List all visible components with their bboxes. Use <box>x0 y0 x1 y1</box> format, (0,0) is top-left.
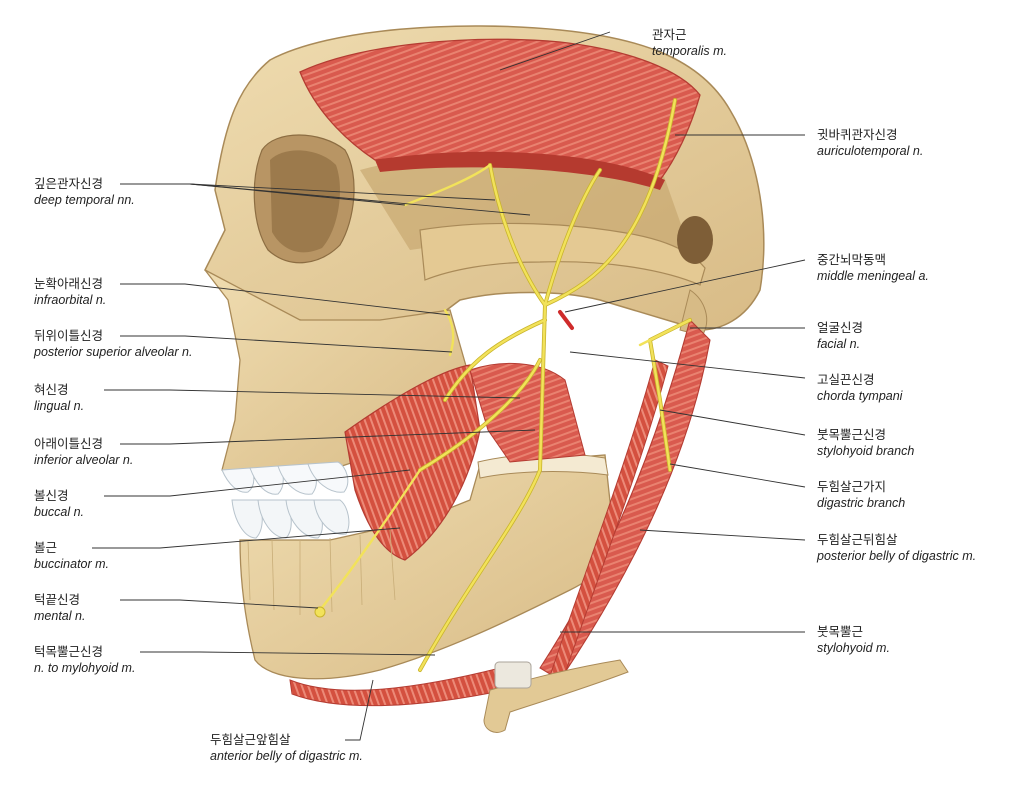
label-ko: 관자근 <box>652 27 687 42</box>
external-acoustic-meatus <box>677 216 713 264</box>
tooth-roots <box>247 529 396 615</box>
label-mental: 턱끝신경 mental n. <box>34 591 85 625</box>
label-digastric-branch: 두힘살근가지 digastric branch <box>817 478 905 512</box>
label-ko: 뒤위이틀신경 <box>34 328 104 343</box>
label-mylohyoid: 턱목뿔근신경 n. to mylohyoid m. <box>34 643 135 677</box>
label-middle-meningeal: 중간뇌막동맥 middle meningeal a. <box>817 251 929 285</box>
label-en: stylohyoid m. <box>817 641 890 655</box>
temporalis-tendon <box>375 151 665 190</box>
label-en: posterior belly of digastric m. <box>817 549 977 563</box>
label-en: posterior superior alveolar n. <box>34 345 193 359</box>
label-ko: 볼신경 <box>34 488 69 503</box>
label-en: digastric branch <box>817 496 906 510</box>
label-ko: 두힘살근가지 <box>817 479 887 494</box>
leader-lines <box>92 31 806 741</box>
label-en: stylohyoid branch <box>817 444 915 458</box>
label-buccal: 볼신경 buccal n. <box>34 487 84 521</box>
label-ko: 아래이틀신경 <box>34 436 104 451</box>
label-ko: 고실끈신경 <box>817 372 875 387</box>
label-chorda-tympani: 고실끈신경 chorda tympani <box>817 371 902 405</box>
label-en: lingual n. <box>34 399 85 413</box>
label-en: buccal n. <box>34 505 85 519</box>
hyoid-bone <box>483 659 629 733</box>
label-stylohyoid: 붓목뿔근 stylohyoid m. <box>817 623 890 657</box>
label-ko: 붓목뿔근 <box>817 624 864 639</box>
label-buccinator: 볼근 buccinator m. <box>34 539 109 573</box>
label-ko: 볼근 <box>34 540 58 555</box>
label-en: deep temporal nn. <box>34 193 135 207</box>
label-ko: 두힘살근뒤힘살 <box>817 532 898 547</box>
label-en: chorda tympani <box>817 389 903 403</box>
label-en: facial n. <box>817 337 861 351</box>
label-lingual: 혀신경 lingual n. <box>34 381 84 415</box>
label-ko: 중간뇌막동맥 <box>817 252 887 267</box>
label-ko: 귓바퀴관자신경 <box>817 127 898 142</box>
label-en: n. to mylohyoid m. <box>34 661 136 675</box>
label-anterior-belly: 두힘살근앞힘살 anterior belly of digastric m. <box>210 731 363 765</box>
label-en: inferior alveolar n. <box>34 453 134 467</box>
temporal-fossa <box>360 154 690 250</box>
label-posterior-belly: 두힘살근뒤힘살 posterior belly of digastric m. <box>817 531 976 565</box>
orbit-shadow <box>270 150 340 253</box>
label-stylohyoid-branch: 붓목뿔근신경 stylohyoid branch <box>817 426 914 460</box>
label-ko: 턱끝신경 <box>34 592 81 607</box>
label-temporalis: 관자근 temporalis m. <box>652 26 727 60</box>
label-infraorbital: 눈확아래신경 infraorbital n. <box>34 275 106 309</box>
label-facial: 얼굴신경 facial n. <box>817 319 863 353</box>
label-ko: 눈확아래신경 <box>34 276 104 291</box>
label-en: buccinator m. <box>34 557 110 571</box>
upper-teeth <box>221 461 349 495</box>
label-deep-temporal: 깊은관자신경 deep temporal nn. <box>34 175 135 209</box>
label-posterior-superior-alveolar: 뒤위이틀신경 posterior superior alveolar n. <box>34 327 192 361</box>
label-ko: 턱목뿔근신경 <box>34 644 104 659</box>
label-en: middle meningeal a. <box>817 269 929 283</box>
label-en: temporalis m. <box>652 44 728 58</box>
label-auriculotemporal: 귓바퀴관자신경 auriculotemporal n. <box>817 126 923 160</box>
label-ko: 두힘살근앞힘살 <box>210 732 291 747</box>
label-ko: 혀신경 <box>34 382 69 397</box>
label-en: mental n. <box>34 609 86 623</box>
label-ko: 얼굴신경 <box>817 320 864 335</box>
label-ko: 붓목뿔근신경 <box>817 427 887 442</box>
nerves <box>314 98 692 672</box>
label-en: anterior belly of digastric m. <box>210 749 363 763</box>
label-ko: 깊은관자신경 <box>34 176 104 191</box>
label-en: auriculotemporal n. <box>817 144 924 158</box>
digastric-tendon <box>494 661 532 689</box>
lower-teeth <box>231 499 350 539</box>
label-en: infraorbital n. <box>34 293 107 307</box>
label-inferior-alveolar: 아래이틀신경 inferior alveolar n. <box>34 435 133 469</box>
middle-meningeal-artery <box>558 310 574 330</box>
